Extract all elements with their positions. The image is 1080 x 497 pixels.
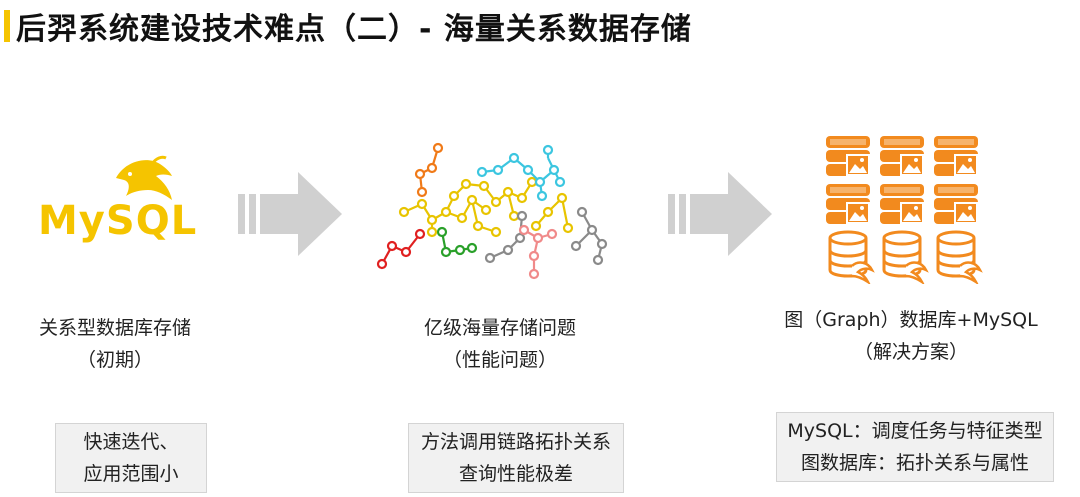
stage2-caption-line1: 亿级海量存储问题 xyxy=(423,317,576,339)
stage2-caption-line2: （性能问题） xyxy=(442,349,557,371)
stage3-note-line2: 图数据库：拓扑关系与属性 xyxy=(800,452,1029,474)
stage2-note-line1: 方法调用链路拓扑关系 xyxy=(420,431,611,453)
mysql-dolphin-icon xyxy=(116,155,172,200)
stage2-caption: 亿级海量存储问题 （性能问题） xyxy=(390,312,610,376)
arrow-right-icon xyxy=(668,172,772,256)
stage1-caption: 关系型数据库存储 （初期） xyxy=(0,312,230,376)
mysql-logo-text: MySQL xyxy=(38,198,198,244)
arrow-right-icon xyxy=(238,172,342,256)
stage1-note-line1: 快速迭代、 xyxy=(83,431,179,453)
database-icon-grid xyxy=(826,136,982,284)
title-accent-bar xyxy=(4,10,10,42)
stage1-caption-line2: （初期） xyxy=(76,349,153,371)
page-title: 后羿系统建设技术难点（二）- 海量关系数据存储 xyxy=(16,12,692,47)
stage1-note-line2: 应用范围小 xyxy=(83,463,179,485)
stage1-note-box: 快速迭代、 应用范围小 xyxy=(55,423,207,493)
stage2-note-line2: 查询性能极差 xyxy=(458,463,573,485)
stage1-caption-line1: 关系型数据库存储 xyxy=(38,317,191,339)
stage2-note-box: 方法调用链路拓扑关系 查询性能极差 xyxy=(408,423,624,493)
stage3-caption-line1: 图（Graph）数据库+MySQL xyxy=(784,309,1038,331)
stage3-caption: 图（Graph）数据库+MySQL （解决方案） xyxy=(768,304,1054,368)
graph-network-icon xyxy=(376,142,608,280)
stage3-note-line1: MySQL：调度任务与特征类型 xyxy=(787,420,1043,442)
stage3-caption-line2: （解决方案） xyxy=(853,341,968,363)
stage3-note-box: MySQL：调度任务与特征类型 图数据库：拓扑关系与属性 xyxy=(776,412,1054,482)
